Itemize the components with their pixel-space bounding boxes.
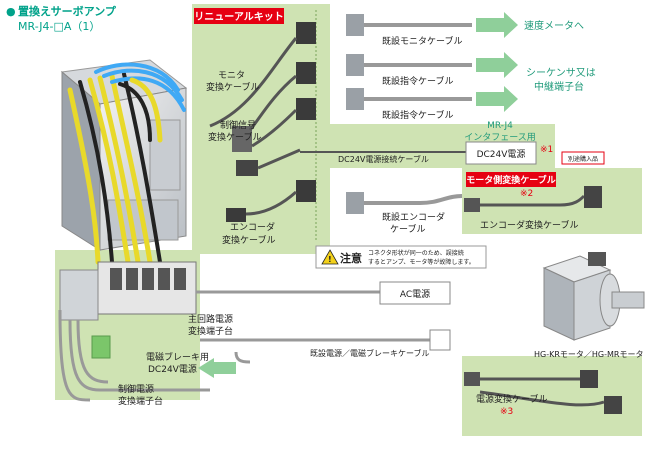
header-model: MR-J4-□A（1）: [18, 20, 100, 33]
existing-command-label-2: 既設指令ケーブル: [382, 109, 453, 121]
power-brake-connector: [429, 329, 451, 351]
kit-cables: [209, 37, 301, 216]
existing-command-label-1: 既設指令ケーブル: [382, 75, 453, 87]
encoder-conv-label: エンコーダ変換ケーブル: [480, 219, 578, 231]
brake-supply-arrow: [198, 358, 236, 378]
separate-purchase-label: 別途購入品: [568, 155, 598, 163]
dc24v-supply-box: [465, 141, 537, 165]
motor-power-conv: [464, 370, 622, 414]
kit-encoder-label-1: エンコーダ: [230, 221, 275, 233]
brake-supply-label-2: DC24V電源: [148, 364, 197, 375]
motor-side-badge-label: モータ側変換ケーブル: [466, 174, 555, 186]
motor-side-note: ※2: [520, 189, 533, 199]
main-terminal-block: [59, 261, 197, 321]
header-title: 置換えサーボアンプ: [18, 4, 117, 18]
header-bullet: ●: [6, 5, 16, 18]
power-conv-note: ※3: [500, 407, 513, 417]
ac-power-box: [379, 281, 451, 305]
kit-connectors: [226, 22, 316, 222]
interface-title-1: MR-J4: [487, 121, 513, 131]
kit-badge-label: リニューアルキット: [194, 11, 284, 23]
control-terminal-label-2: 変換端子台: [118, 395, 163, 407]
motor-side-badge: [466, 172, 556, 187]
kit-badge: [194, 8, 284, 24]
caution-box: [315, 245, 487, 269]
brake-supply-label-1: 電磁ブレーキ用: [146, 351, 209, 363]
dest-speed-meter: 速度メータへ: [524, 19, 584, 32]
ac-power-label: AC電源: [400, 289, 430, 300]
warning-icon: [321, 249, 339, 265]
dest-sequencer-2: 中継端子台: [534, 80, 584, 93]
control-terminal-label-1: 制御電源: [118, 383, 154, 395]
destination-arrows: [476, 12, 518, 112]
dc24v-supply-label: DC24V電源: [477, 149, 526, 160]
kit-control-label-1: 制御信号: [220, 119, 256, 131]
dest-sequencer-1: シーケンサ又は: [526, 67, 596, 79]
kit-control-label-2: 変換ケーブル: [208, 131, 261, 143]
servo-motor: [542, 252, 645, 341]
separate-purchase-box: [561, 151, 605, 165]
kit-monitor-label-2: 変換ケーブル: [206, 81, 259, 93]
interface-cable-label: DC24V電源接続ケーブル: [338, 154, 429, 164]
motor-encoder-conv: [464, 186, 602, 212]
power-wires: [67, 62, 186, 265]
power-brake-cable-label: 既設電源／電磁ブレーキケーブル: [310, 348, 430, 358]
kit-encoder-label-2: 変換ケーブル: [222, 234, 275, 246]
existing-cables: [346, 14, 472, 214]
existing-encoder-label-2: ケーブル: [390, 223, 425, 235]
interface-note: ※1: [540, 145, 553, 155]
interface-title-2: インタフェース用: [464, 132, 536, 143]
caution-text-1: コネクタ形状が同一のため、誤接続: [368, 249, 464, 257]
existing-encoder-label-1: 既設エンコーダ: [382, 211, 445, 223]
motor-label: HG-KRモータ／HG-MRモータ: [534, 350, 643, 359]
caution-title: 注意: [340, 251, 362, 265]
power-conv-label: 電源変換ケーブル: [476, 393, 547, 405]
warning-icon-mark: !: [328, 255, 332, 264]
main-terminal-label-2: 変換端子台: [188, 325, 233, 337]
kit-monitor-label-1: モニタ: [218, 70, 245, 81]
power-brake-wires: [58, 309, 432, 402]
main-terminal-label-1: 主回路電源: [188, 313, 233, 325]
caution-text-2: するとアンプ、モータ等が故障します。: [368, 258, 475, 266]
existing-monitor-label: 既設モニタケーブル: [382, 35, 462, 47]
brake-connector: [91, 335, 111, 359]
